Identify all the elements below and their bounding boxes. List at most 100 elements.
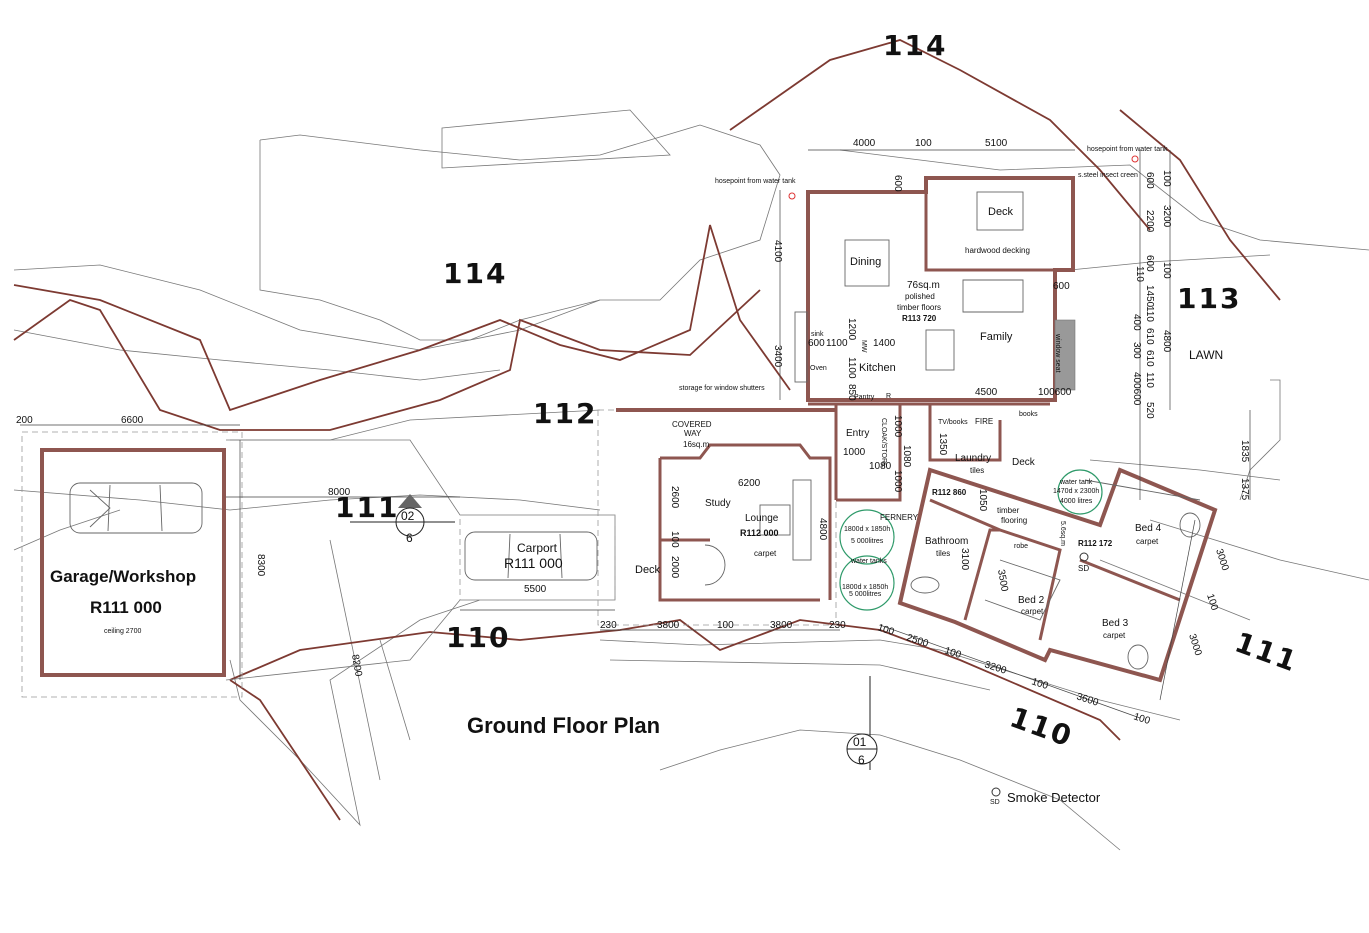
tank-volume: 5 000litres — [849, 591, 882, 598]
dimension: 100 — [717, 620, 734, 631]
hall-finish: flooring — [1001, 516, 1027, 525]
dimension: 100 — [1132, 711, 1152, 727]
room-label-garage: Garage/Workshop — [50, 567, 196, 586]
tank-volume: 5 000litres — [851, 538, 884, 545]
room-label-kitchen: Kitchen — [859, 362, 896, 374]
main-finish: polished — [905, 292, 935, 301]
section-marker-01[interactable]: 01 6 — [846, 676, 878, 770]
dimension-labels: 200 6600 8000 8300 8200 5500 6200 2600 1… — [16, 138, 1250, 727]
tank-size: 1800d x 1850h — [842, 584, 888, 591]
hosepoint-icon — [788, 192, 796, 200]
dimension: 1050 — [977, 489, 988, 512]
room-label-bathroom: Bathroom — [925, 536, 968, 547]
section-marker-02[interactable]: 02 6 — [350, 494, 455, 545]
dimension: 2200 — [1144, 210, 1155, 233]
contour-label: 112 — [533, 397, 597, 430]
dimension: 230 — [600, 620, 617, 631]
room-label-deck-upper: Deck — [988, 206, 1014, 218]
dimension: 230 — [829, 620, 846, 631]
dimension: 600 — [808, 338, 825, 349]
lounge-finish: carpet — [754, 549, 777, 558]
dimension: 8200 — [349, 654, 364, 678]
dimension: 600 — [1053, 281, 1070, 292]
dimension: 100 — [669, 531, 680, 548]
dimension: 1000 — [892, 470, 903, 493]
room-label-pantry: Pantry — [854, 394, 875, 401]
note-insect-screen: s.steel insect creen — [1078, 172, 1138, 179]
contour-lines — [13, 39, 1281, 821]
lawn-label: LAWN — [1189, 348, 1223, 362]
dimension: 400600 — [1131, 372, 1142, 406]
smoke-detector-label: SD — [1078, 564, 1089, 573]
contour-label: 111 — [1231, 626, 1303, 679]
tank-label: water tanks — [850, 558, 887, 565]
note-oven: Oven — [810, 365, 827, 372]
covered-way-label: COVERED — [672, 420, 712, 429]
dimension: 100 — [943, 645, 963, 661]
laundry-finish: tiles — [970, 466, 984, 475]
tank-size: 1800d x 1850h — [844, 526, 890, 533]
dimension: 110 — [1144, 372, 1155, 388]
room-label-study: Study — [705, 498, 731, 509]
tank-label: water tank — [1059, 479, 1093, 486]
dimension: 6600 — [121, 415, 144, 426]
dimension: 1080 — [901, 445, 912, 468]
section-sheet: 6 — [858, 753, 865, 767]
dimension: 100 — [1030, 676, 1050, 692]
room-label-entry: Entry — [846, 428, 869, 439]
dimension: 4000 — [853, 138, 876, 149]
dimension: 100 — [1204, 593, 1220, 613]
dimension: 2000 — [669, 556, 680, 579]
dimension: 100600 — [1038, 387, 1072, 398]
dimension: 1000 — [892, 415, 903, 438]
section-number: 02 — [401, 509, 415, 523]
dimension: 3800 — [770, 620, 793, 631]
room-label-deck-front: Deck — [635, 564, 661, 576]
legend-label: Smoke Detector — [1007, 790, 1101, 805]
contour-label: 113 — [1177, 282, 1241, 315]
note-fridge: R — [886, 393, 891, 400]
dimension: 100 — [1161, 170, 1172, 187]
dimension: 5100 — [985, 138, 1008, 149]
contour-label: 114 — [443, 257, 507, 290]
dimension: 110 — [1144, 306, 1155, 322]
dimension: 300 — [1131, 342, 1142, 359]
contour-label: 110 — [1006, 701, 1078, 754]
dimension: 1100 — [846, 357, 857, 379]
carport — [459, 514, 616, 601]
hosepoint-icon — [1131, 155, 1139, 163]
dimension: 1400 — [873, 338, 896, 349]
bedroom-wing — [897, 467, 1218, 683]
section-arrow-icon — [398, 494, 422, 508]
dimension: 3000 — [1213, 548, 1230, 573]
dimension: 1375 — [1239, 478, 1250, 501]
dimension: 3600 — [1075, 691, 1100, 708]
room-value-wing-1: R112 860 — [932, 488, 967, 497]
dimension: 100 — [915, 138, 932, 149]
room-label-bed3: Bed 3 — [1102, 618, 1129, 629]
note-hosepoint: hosepoint from water tank — [715, 178, 796, 185]
contour-label: 114 — [883, 29, 947, 62]
dimension: 3800 — [657, 620, 680, 631]
section-sheet: 6 — [406, 531, 413, 545]
note-sink: sink — [811, 331, 824, 338]
dimension: 8000 — [328, 487, 351, 498]
room-label-bed2: Bed 2 — [1018, 595, 1045, 606]
dimension: 4800 — [1161, 330, 1172, 353]
dimension-lines — [20, 149, 1251, 719]
legend: SD Smoke Detector — [990, 787, 1101, 806]
dimension: 600 — [1144, 172, 1155, 189]
contour-label: 110 — [446, 621, 510, 654]
note-hosepoint: hosepoint from water tank — [1087, 146, 1168, 153]
page-title: Ground Floor Plan — [467, 713, 660, 738]
room-label-family: Family — [980, 331, 1013, 343]
note-tv-books: TV/books — [938, 419, 968, 426]
dimension: 3000 — [1186, 633, 1203, 658]
dimension: 200 — [16, 415, 33, 426]
tank-volume: 4000 litres — [1060, 498, 1093, 505]
note-shutters: storage for window shutters — [679, 385, 765, 392]
room-value-main: R113 720 — [902, 314, 937, 323]
bathroom-finish: tiles — [936, 549, 950, 558]
dimension: 3200 — [1161, 205, 1172, 228]
dimension: 1450 — [1144, 285, 1155, 308]
